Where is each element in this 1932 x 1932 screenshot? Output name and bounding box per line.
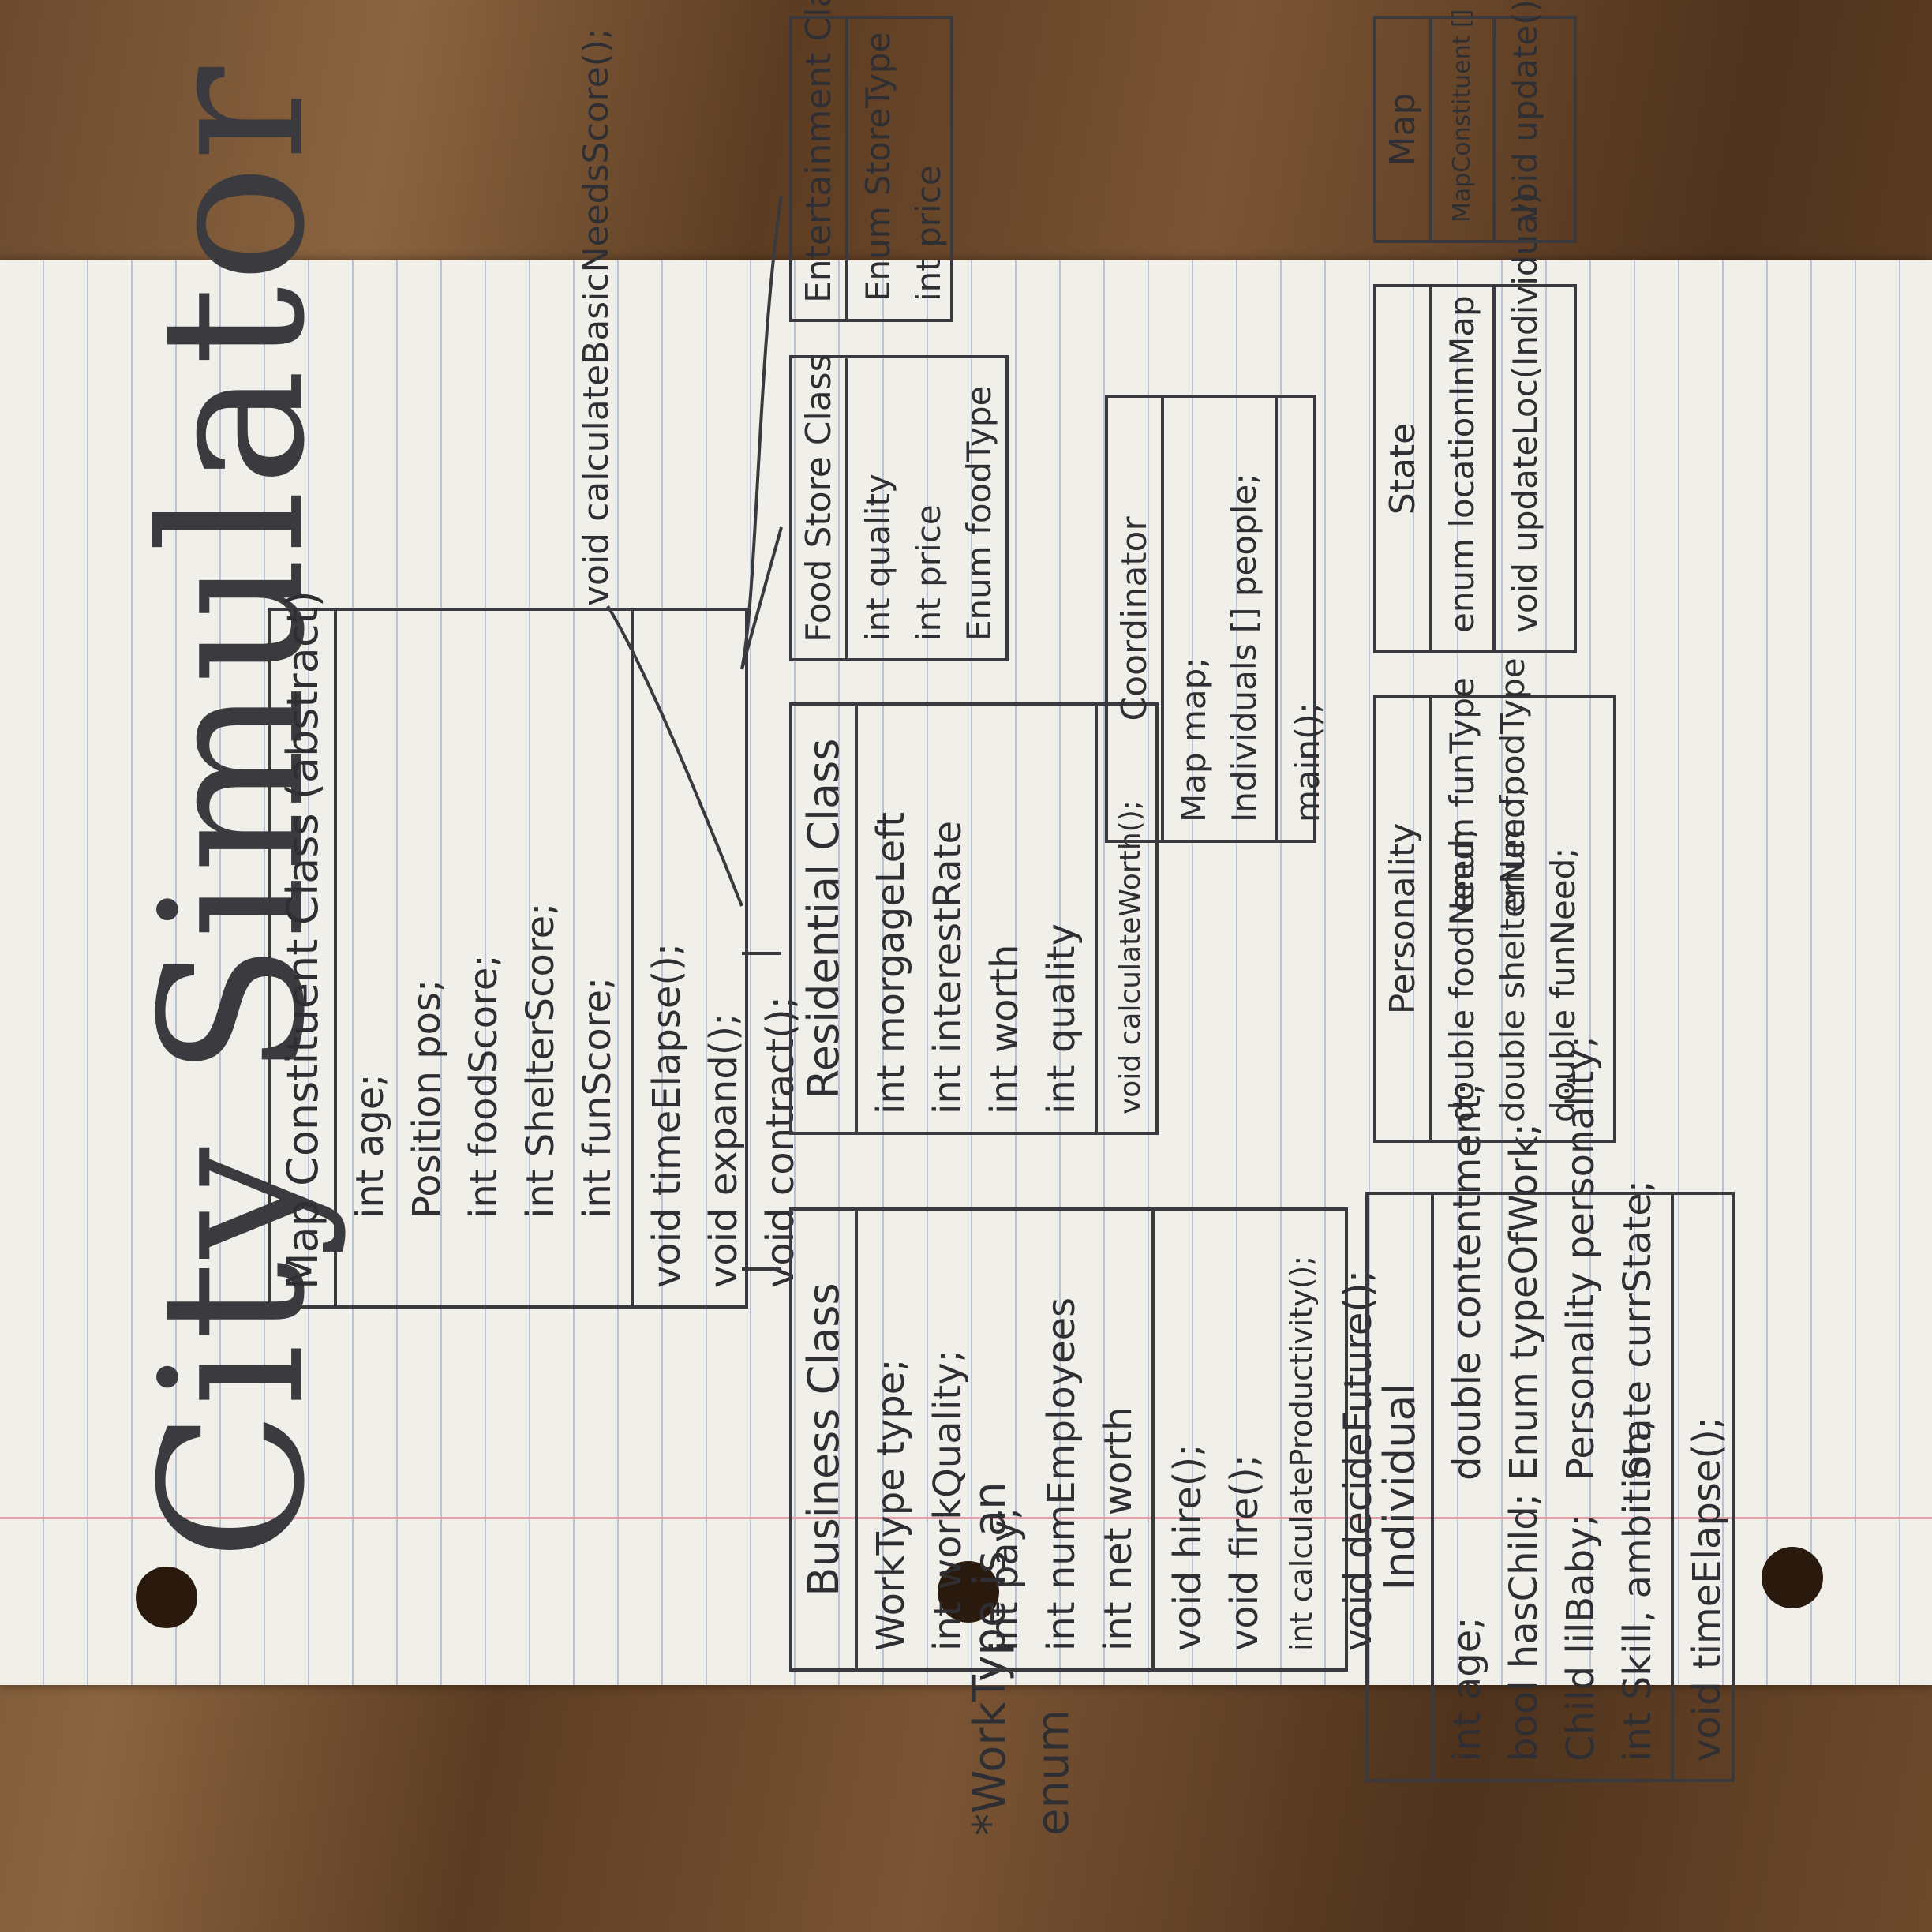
field: Enum typeOfWork;: [1502, 1123, 1546, 1481]
methods-section: void hire(); void fire(); int calculateP…: [1151, 1211, 1391, 1668]
field: int interestRate: [926, 820, 970, 1114]
field: int pay;: [983, 1507, 1027, 1651]
method: void hire();: [1166, 1443, 1210, 1651]
box-header: Residential Class: [792, 706, 858, 1132]
fields-section: double foodNeed; double shelterNeed; dou…: [1432, 657, 1593, 1140]
coordinator-box: Coordinator Map map; Individuals [] peop…: [1105, 395, 1338, 843]
field: double contentment;: [1445, 1082, 1489, 1481]
field: int workQuality;: [926, 1350, 970, 1651]
field: enum foodType: [1493, 657, 1532, 912]
foodstore-class-box: Food Store Class int quality int price E…: [789, 354, 1009, 661]
box-header: Entertainment Class: [792, 0, 848, 319]
fields-section: WorkType type; int workQuality; int pay;…: [858, 1211, 1151, 1668]
map-box: Map MapConstituent [] layout; void updat…: [1373, 0, 1577, 243]
field: int quality: [859, 474, 897, 641]
field: int worth: [983, 944, 1027, 1114]
field: Map map;: [1174, 657, 1213, 822]
field: double funNeed;: [1544, 847, 1582, 1122]
field: int morgageLeft: [869, 811, 913, 1114]
field: Personality personality;: [1559, 1035, 1603, 1481]
fields-section: MapConstituent [] layout;: [1432, 0, 1492, 240]
field: int ShelterScore;: [519, 902, 563, 1219]
binder-hole: [938, 1561, 999, 1623]
margin-line: [0, 1517, 1932, 1519]
field: int age;: [348, 1073, 392, 1219]
field: int price: [909, 165, 948, 301]
fields-section: int quality int price Enum foodType: [848, 358, 1009, 658]
box-header: Personality: [1376, 698, 1432, 1140]
business-class-box: Business Class WorkType type; int workQu…: [789, 1208, 1391, 1672]
field: double shelterNeed;: [1493, 786, 1532, 1122]
field: int Skill, ambition;: [1616, 1418, 1660, 1762]
field: State currState;: [1616, 1180, 1660, 1481]
field: int numEmployees: [1039, 1297, 1084, 1651]
notebook-paper: [0, 260, 1932, 1685]
method: void expand();: [702, 1013, 746, 1288]
field: enum locationInMap: [1443, 295, 1481, 633]
fields-section: int age; bool hasChild; Child lilBaby; i…: [1434, 1035, 1671, 1779]
residential-class-box: Residential Class int morgageLeft int in…: [789, 702, 1164, 1135]
field: int funScore;: [575, 976, 620, 1219]
field: Position pos;: [405, 979, 449, 1219]
annotation-text: void calculateBasicNeedsScore();: [576, 28, 616, 606]
individual-box: Individual int age; bool hasChild; Child…: [1365, 1035, 1740, 1782]
field: Individuals [] people;: [1225, 473, 1264, 822]
method: void timeElapse();: [1685, 1417, 1729, 1762]
method: void update();: [1506, 0, 1544, 223]
binder-hole: [1762, 1547, 1823, 1608]
field: WorkType type;: [869, 1358, 913, 1651]
fields-section: int age; Position pos; int foodScore; in…: [337, 611, 631, 1305]
method: main();: [1288, 702, 1327, 822]
state-box: State enum locationInMap void updateLoc(…: [1373, 192, 1577, 653]
field: enum funType: [1443, 677, 1481, 912]
method: void timeElapse();: [645, 943, 689, 1288]
methods-section: void update();: [1492, 0, 1556, 240]
fields-section: Enum StoreType int price: [848, 19, 959, 319]
methods-section: void timeElapse(); void expand(); void c…: [631, 611, 814, 1305]
method: void updateLoc(Individual): [1506, 192, 1544, 633]
field: int foodScore;: [462, 954, 506, 1219]
box-header: Food Store Class: [792, 354, 848, 658]
box-header: Coordinator: [1108, 398, 1164, 840]
method: void fire();: [1222, 1455, 1267, 1651]
field: double foodNeed;: [1443, 827, 1481, 1122]
field: int age;: [1445, 1616, 1489, 1762]
fields-section: int morgageLeft int interestRate int wor…: [858, 706, 1095, 1132]
entertainment-class-box: Entertainment Class Enum StoreType int p…: [789, 0, 953, 322]
box-header: Business Class: [792, 1211, 858, 1668]
binder-hole: [136, 1567, 197, 1628]
methods-section: void timeElapse();: [1671, 1195, 1740, 1779]
field: int net worth: [1096, 1406, 1140, 1651]
field: MapConstituent [] layout;: [1448, 0, 1476, 223]
field: int price: [909, 504, 948, 641]
field: bool hasChild;: [1502, 1493, 1546, 1762]
fields-section: enum locationInMap: [1432, 287, 1492, 650]
map-constituent-class-box: Map Constituent Class (abstract) int age…: [268, 590, 814, 1309]
field: Child lilBaby;: [1559, 1514, 1603, 1762]
field: Enum foodType: [960, 385, 998, 641]
fields-section: Map map; Individuals [] people;: [1164, 398, 1275, 840]
box-header: State: [1376, 287, 1432, 650]
arrow-to-entertainment: [740, 195, 783, 670]
methods-section: void updateLoc(Individual): [1492, 192, 1556, 650]
method: int calculateProductivity();: [1284, 1255, 1319, 1651]
personality-box: Personality double foodNeed; double shel…: [1373, 657, 1616, 1143]
methods-section: main();: [1275, 398, 1338, 840]
field: int quality: [1039, 923, 1084, 1114]
box-header: Individual: [1368, 1195, 1434, 1779]
field: Enum StoreType: [859, 32, 897, 301]
box-header: Map Constituent Class (abstract): [271, 590, 337, 1305]
box-header: Map: [1376, 19, 1432, 240]
